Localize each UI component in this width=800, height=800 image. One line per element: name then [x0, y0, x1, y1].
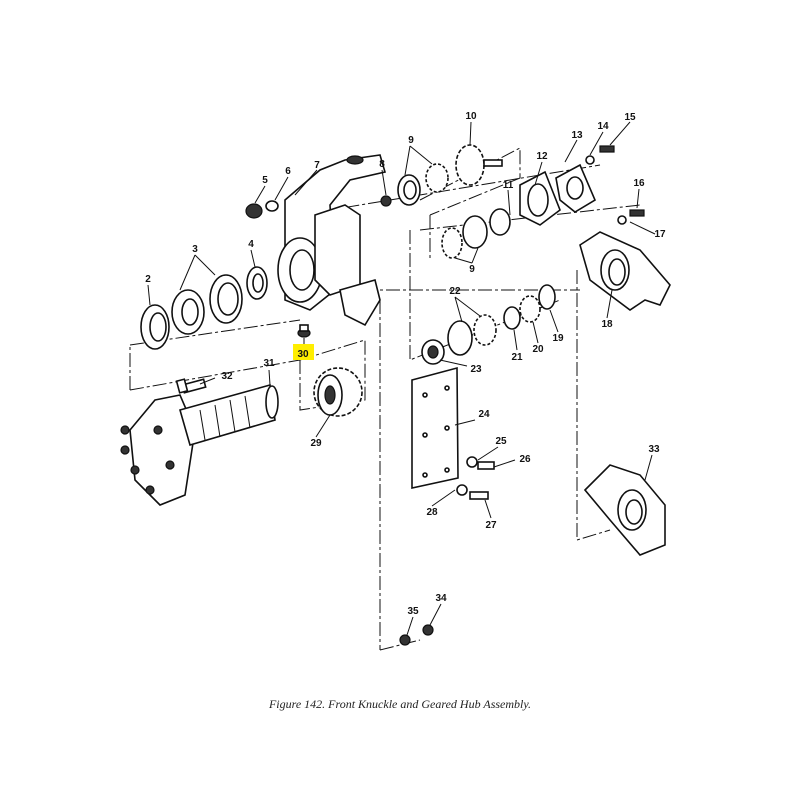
- callout-35: 35: [407, 606, 419, 617]
- callout-33: 33: [648, 444, 660, 455]
- bolts-25-28: [456, 456, 495, 500]
- callout-14: 14: [597, 121, 609, 132]
- bearing-9-upper: [397, 163, 449, 206]
- parts-5-6: [245, 200, 279, 219]
- bolts-14-15: [585, 145, 615, 165]
- figure-caption: Figure 142. Front Knuckle and Geared Hub…: [268, 697, 532, 711]
- center-lines: [129, 147, 641, 651]
- leader-lines: [147, 121, 656, 636]
- bolt-32: [175, 378, 207, 394]
- bearing-3: [171, 274, 243, 335]
- callout-13: 13: [571, 130, 583, 141]
- cap-13: [555, 163, 597, 213]
- gear-29: [313, 367, 363, 417]
- callout-34: 34: [435, 593, 447, 604]
- callout-11: 11: [503, 180, 514, 191]
- callout-labels: 2 3 4 5 6 7 8 9 9 10 11 12 13 14 15 16 1…: [145, 111, 666, 617]
- callout-5: 5: [262, 175, 268, 186]
- callout-21: 21: [511, 352, 523, 363]
- callout-20: 20: [532, 344, 544, 355]
- callout-6: 6: [285, 166, 291, 177]
- knuckle-7: [277, 154, 387, 327]
- bearing-9-lower: [441, 208, 511, 259]
- geared-hub-31: [120, 383, 279, 506]
- callout-18: 18: [601, 319, 613, 330]
- callout-9-lower: 9: [469, 264, 475, 275]
- part-8: [380, 195, 392, 207]
- callout-26: 26: [519, 454, 531, 465]
- housing-18: [579, 231, 671, 311]
- callout-8: 8: [379, 159, 385, 170]
- callout-24: 24: [478, 409, 490, 420]
- callout-30: 30: [297, 349, 309, 360]
- callout-7: 7: [314, 160, 320, 171]
- callout-17: 17: [654, 229, 666, 240]
- callout-32: 32: [221, 371, 233, 382]
- callout-15: 15: [624, 112, 636, 123]
- callout-16: 16: [633, 178, 645, 189]
- callout-9-upper: 9: [408, 135, 414, 146]
- seal-2: [140, 304, 170, 350]
- callout-23: 23: [470, 364, 482, 375]
- callout-27: 27: [485, 520, 497, 531]
- housing-33: [583, 464, 666, 556]
- callout-28: 28: [426, 507, 438, 518]
- bolts-16-17: [617, 209, 645, 225]
- callout-3: 3: [192, 244, 198, 255]
- plate-24: [411, 366, 459, 489]
- callout-10: 10: [465, 111, 477, 122]
- bolts-34-35: [399, 624, 434, 646]
- parts-19-23: [421, 284, 556, 365]
- callout-25: 25: [495, 436, 507, 447]
- spindle-10: [455, 144, 503, 186]
- callout-30-highlight: [293, 344, 314, 360]
- plate-12: [519, 170, 561, 226]
- callout-12: 12: [536, 151, 548, 162]
- callout-2: 2: [145, 274, 151, 285]
- callout-31: 31: [263, 358, 275, 369]
- callout-19: 19: [552, 333, 564, 344]
- callout-29: 29: [310, 438, 322, 449]
- ring-4: [246, 266, 268, 300]
- part-30: [297, 324, 311, 338]
- callout-22: 22: [449, 286, 461, 297]
- callout-4: 4: [248, 239, 254, 250]
